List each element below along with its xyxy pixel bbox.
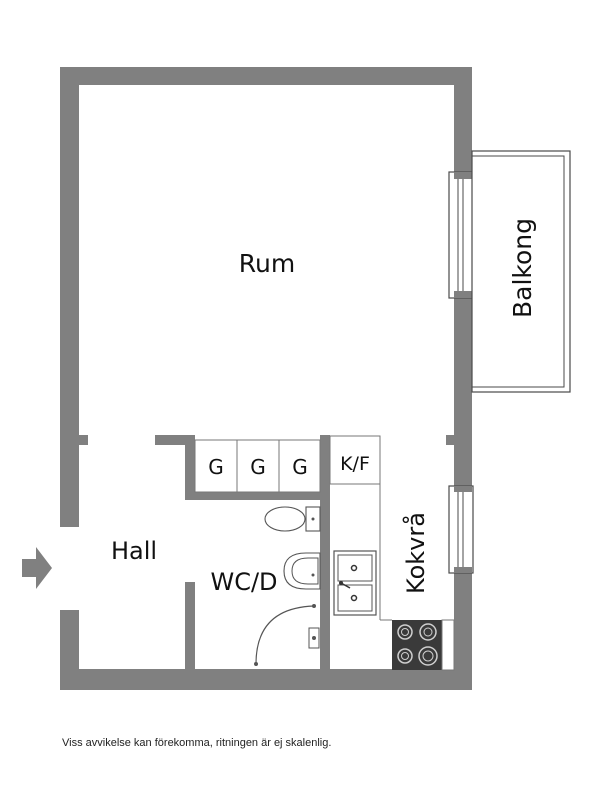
- wall-hall-closet: [155, 435, 195, 500]
- wall-bath-top: [185, 492, 320, 500]
- toilet: [264, 506, 321, 532]
- wall-stub-right: [446, 435, 454, 445]
- disclaimer-text: Viss avvikelse kan förekomma, ritningen …: [62, 737, 332, 749]
- wall-top: [60, 67, 472, 85]
- balcony: [471, 150, 571, 393]
- room-label-wcd: WC/D: [210, 568, 277, 596]
- wall-right-2: [454, 298, 472, 382]
- hob: [392, 620, 442, 670]
- interior-walls: [155, 435, 330, 670]
- wall-right-3: [454, 382, 472, 486]
- room-label-balkong: Balkong: [508, 218, 537, 318]
- closet-2: [236, 439, 280, 493]
- room-label-kokvra: Kokvrå: [401, 512, 430, 594]
- wall-bottom: [60, 669, 472, 690]
- entrance-arrow-icon: [22, 547, 52, 589]
- washbasin: [283, 552, 321, 590]
- kitchen: K/F: [329, 435, 455, 671]
- room-label-hall: Hall: [111, 537, 157, 565]
- sink: [333, 550, 377, 616]
- closet-label-2: G: [250, 455, 266, 479]
- outer-walls: [60, 67, 472, 690]
- closets: G G G: [194, 439, 321, 493]
- kf-label: K/F: [340, 453, 370, 475]
- wall-bath-left-lower: [185, 582, 195, 670]
- wall-right-4: [454, 573, 472, 690]
- closet-3: [278, 439, 321, 493]
- bathroom: [254, 506, 321, 666]
- wall-stub-left: [79, 435, 88, 445]
- room-label-rum: Rum: [239, 249, 295, 278]
- window-rum: [448, 171, 474, 299]
- closet-label-3: G: [292, 455, 308, 479]
- shower: [254, 604, 320, 666]
- wall-left-upper: [60, 67, 79, 527]
- window-kokvra: [448, 485, 474, 574]
- wall-kitchen-divider: [320, 435, 330, 670]
- closet-label-1: G: [208, 455, 224, 479]
- wall-right-1: [454, 67, 472, 172]
